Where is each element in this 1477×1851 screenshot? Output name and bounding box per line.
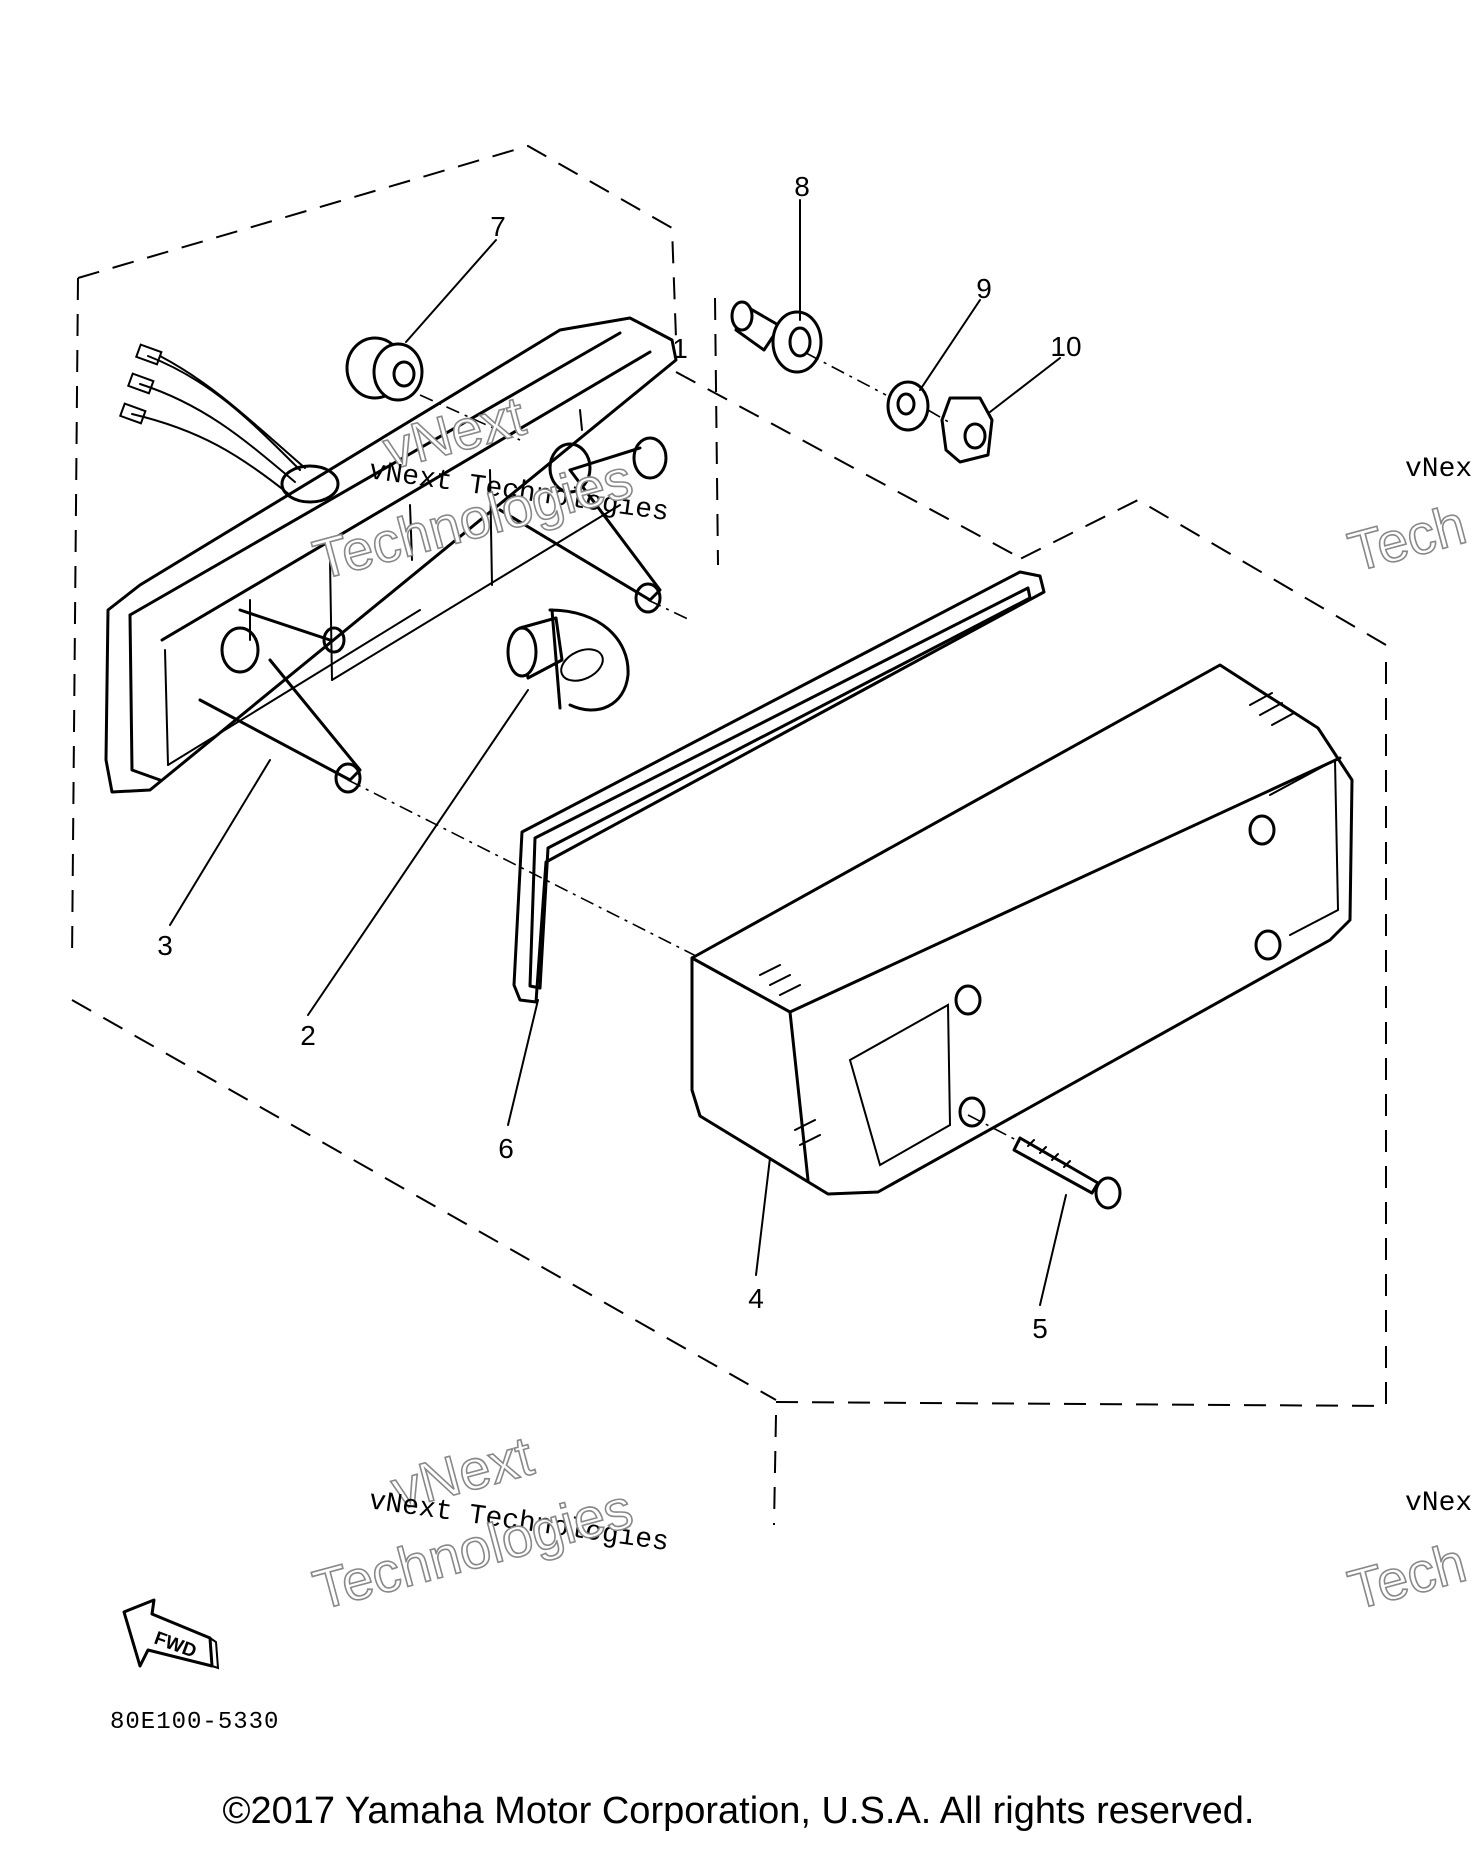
callout-5: 5 [1032, 1313, 1048, 1344]
callout-3: 3 [157, 930, 173, 961]
fwd-arrow-icon: FWD [122, 1598, 220, 1670]
part-nut [940, 396, 994, 464]
part-screw [1012, 1136, 1122, 1210]
part-lens [690, 663, 1354, 1196]
part-collar [730, 300, 823, 374]
watermark-outline-word2: Technologies [307, 446, 639, 591]
callout-9: 9 [976, 273, 992, 304]
callout-8: 8 [794, 171, 810, 202]
part-tail-lamp-housing [104, 316, 678, 794]
callout-10: 10 [1050, 331, 1081, 362]
watermark-text-clipped: vNex [1405, 1488, 1472, 1519]
callout-7: 7 [490, 211, 506, 242]
part-washer [886, 380, 930, 432]
callout-1: 1 [672, 333, 688, 364]
watermark-bottom: vNext vNext Technologies Technologies [306, 1423, 671, 1623]
callouts: 1 2 3 4 5 6 7 8 9 10 [157, 171, 1081, 1344]
part-bulb [506, 608, 630, 712]
watermark-right-bottom: vNex Tech [1341, 1488, 1473, 1622]
callout-2: 2 [300, 1020, 316, 1051]
watermark-outline-clipped: Tech [1342, 492, 1473, 583]
assembly-boundary [71, 144, 1387, 1526]
drawing-code: 80E100-5330 [110, 1709, 279, 1736]
callout-6: 6 [498, 1133, 514, 1164]
leader-lines [169, 199, 1067, 1306]
watermark-right-top: vNex Tech [1341, 454, 1473, 584]
watermark-text-clipped: vNex [1405, 454, 1472, 485]
assembly-axis-lines [347, 352, 1021, 1143]
watermark-outline-clipped: Tech [1342, 1530, 1473, 1621]
part-gasket [512, 570, 1046, 1004]
watermark-top: vNext vNext Technologies Technologies [306, 383, 671, 593]
part-grommet [345, 336, 424, 402]
copyright-notice: ©2017 Yamaha Motor Corporation, U.S.A. A… [222, 1790, 1255, 1832]
callout-4: 4 [748, 1283, 764, 1314]
